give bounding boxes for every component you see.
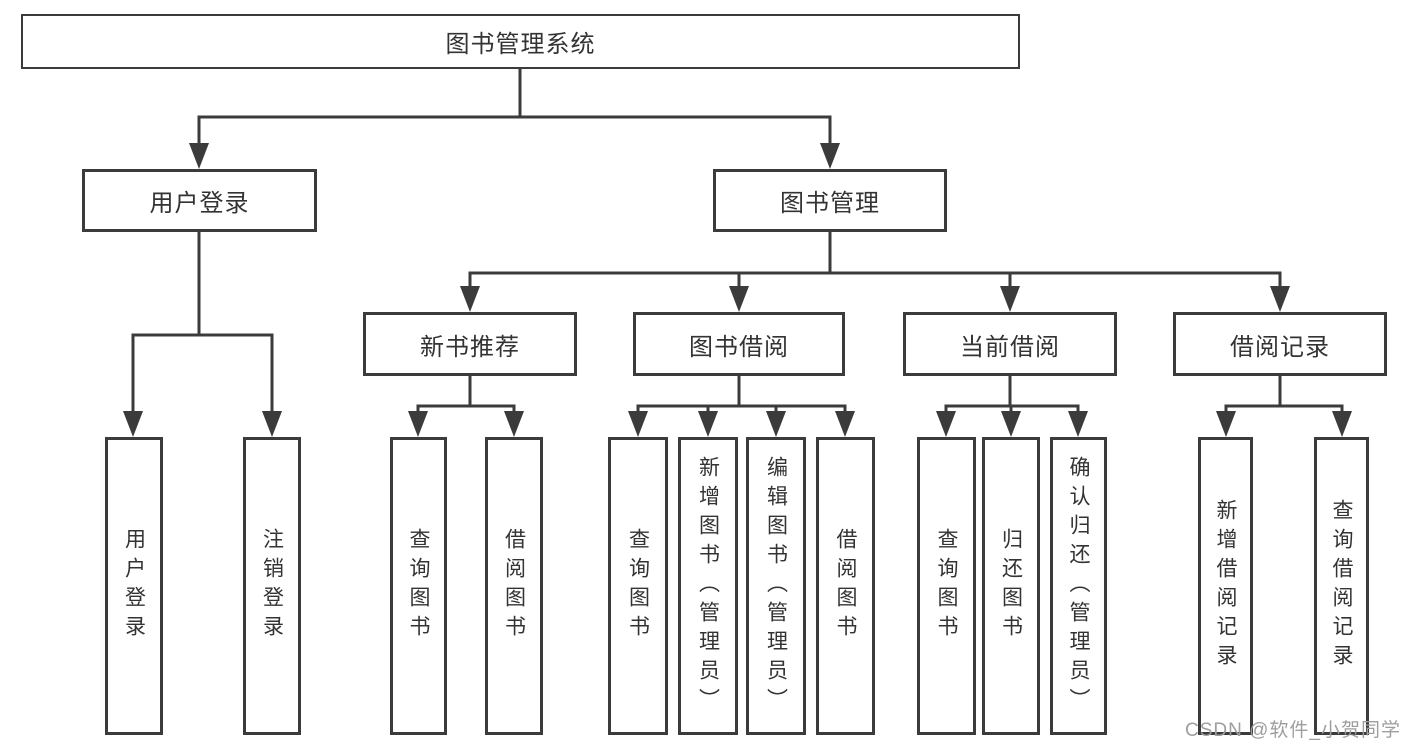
connector-current-borrow-children <box>944 374 1080 417</box>
arrowhead <box>766 411 786 437</box>
node-borrow-records: 借阅记录 <box>1173 312 1387 376</box>
arrowhead <box>820 143 840 169</box>
arrowhead <box>628 411 648 437</box>
arrowhead <box>1000 286 1020 312</box>
node-label: 用户登录 <box>122 528 146 644</box>
arrowhead <box>936 411 956 437</box>
connector-book-borrow-children <box>636 374 847 417</box>
node-leaf-user-login: 用户登录 <box>105 437 163 735</box>
node-leaf-query-borrow-record: 查询借阅记录 <box>1314 437 1369 735</box>
node-label: 查询图书 <box>935 528 958 644</box>
node-leaf-logout: 注销登录 <box>243 437 301 735</box>
node-label: 查询图书 <box>626 528 650 644</box>
node-leaf-add-books-admin: 新增图书（管理员） <box>678 437 738 735</box>
node-label: 用户登录 <box>149 190 250 217</box>
arrowhead <box>835 411 855 437</box>
connector-root-to-level2 <box>197 67 832 149</box>
node-label: 图书借阅 <box>689 333 789 361</box>
arrowhead <box>698 411 718 437</box>
arrowhead <box>1001 411 1021 437</box>
node-leaf-add-borrow-record: 新增借阅记录 <box>1198 437 1253 735</box>
node-label: 当前借阅 <box>960 333 1060 361</box>
node-new-book-recommend: 新书推荐 <box>363 312 577 376</box>
arrowhead <box>460 286 480 312</box>
connector-book-management-children <box>468 230 1282 292</box>
node-label: 编辑图书（管理员） <box>764 455 788 717</box>
node-leaf-query-books-1: 查询图书 <box>390 437 447 735</box>
node-current-borrow: 当前借阅 <box>903 312 1117 376</box>
arrowhead <box>504 411 524 437</box>
node-label: 归还图书 <box>999 528 1023 644</box>
node-label: 查询借阅记录 <box>1330 499 1353 673</box>
node-book-management: 图书管理 <box>713 169 947 232</box>
csdn-watermark: CSDN @软件_小贺同学 <box>1185 720 1401 741</box>
node-user-login: 用户登录 <box>82 169 317 232</box>
node-label: 确认归还（管理员） <box>1067 455 1090 717</box>
node-leaf-return-books: 归还图书 <box>982 437 1040 735</box>
node-leaf-borrow-books-1: 借阅图书 <box>485 437 543 735</box>
node-label: 新增图书（管理员） <box>696 455 720 717</box>
arrowhead <box>1270 286 1290 312</box>
node-label: 新书推荐 <box>420 333 520 361</box>
arrowhead <box>408 411 428 437</box>
node-label: 借阅图书 <box>502 528 526 644</box>
arrowhead <box>123 411 143 437</box>
arrowhead <box>189 143 209 169</box>
connector-user-login-children <box>131 230 274 417</box>
connector-new-book-children <box>416 374 516 417</box>
arrowhead <box>1216 411 1236 437</box>
arrowhead <box>262 411 282 437</box>
node-label: 查询图书 <box>407 528 430 644</box>
node-label: 注销登录 <box>260 528 284 644</box>
node-label: 借阅图书 <box>834 528 857 644</box>
node-label: 借阅记录 <box>1230 333 1330 361</box>
node-leaf-edit-books-admin: 编辑图书（管理员） <box>746 437 806 735</box>
arrowhead <box>1332 411 1352 437</box>
node-leaf-borrow-books-2: 借阅图书 <box>816 437 875 735</box>
node-leaf-confirm-return-admin: 确认归还（管理员） <box>1050 437 1107 735</box>
node-label: 图书管理系统 <box>445 31 596 58</box>
arrowhead <box>729 286 749 312</box>
node-leaf-query-books-3: 查询图书 <box>917 437 976 735</box>
node-book-borrow: 图书借阅 <box>633 312 845 376</box>
node-label: 新增借阅记录 <box>1214 499 1237 673</box>
node-root-system: 图书管理系统 <box>21 14 1020 69</box>
connector-borrow-records-children <box>1224 374 1344 417</box>
node-label: 图书管理 <box>780 190 880 217</box>
node-leaf-query-books-2: 查询图书 <box>608 437 668 735</box>
arrowhead <box>1068 411 1088 437</box>
